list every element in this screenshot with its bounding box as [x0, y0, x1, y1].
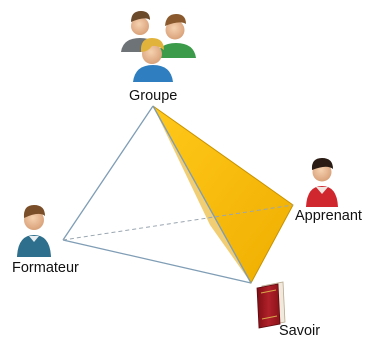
- trainer-icon: [17, 205, 51, 257]
- edge-groupe-savoir: [152, 105, 252, 284]
- book-icon: [256, 281, 286, 329]
- highlighted-face: [152, 105, 294, 285]
- node-label-formateur: Formateur: [12, 260, 79, 276]
- edge-formateur-apprenant-hidden: [62, 204, 294, 241]
- node-label-groupe: Groupe: [129, 88, 178, 104]
- learner-icon: [306, 158, 338, 207]
- node-label-savoir: Savoir: [279, 323, 321, 339]
- node-label-apprenant: Apprenant: [295, 208, 362, 224]
- group-users-icon: [121, 11, 196, 82]
- edge-formateur-savoir: [62, 239, 252, 284]
- edge-groupe-formateur: [62, 105, 154, 241]
